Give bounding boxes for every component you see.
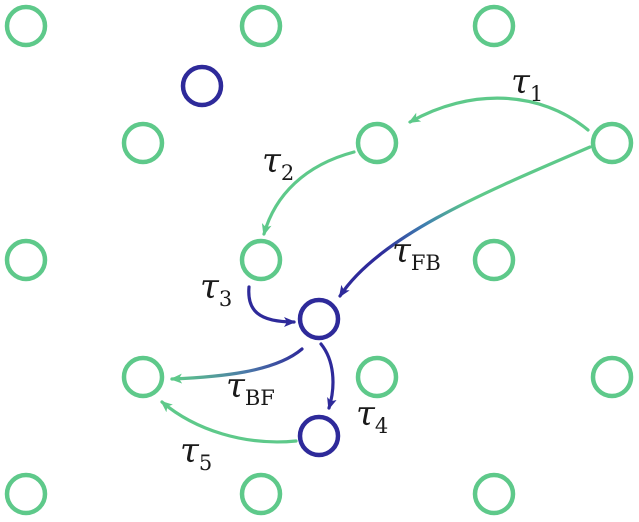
site-r4c2 [472,472,516,516]
site-r2c0 [4,238,48,282]
site-r2c2 [472,238,516,282]
site-r3c0 [121,355,165,399]
site-r1c0 [121,121,165,165]
label-tau1: τ1 [511,62,543,106]
arrow-tau3 [247,285,296,327]
label-tau-bf: τBF [226,366,275,410]
site-r0c2 [472,4,516,48]
site-r4c1 [239,472,283,516]
site-r4c0 [4,472,48,516]
site-r3c1 [355,355,399,399]
label-tau5: τ5 [180,431,212,475]
label-tau2: τ2 [262,141,294,185]
site-r0c0 [4,4,48,48]
arrow-tau5 [160,400,298,444]
arrow-tau1 [408,96,590,132]
label-tau3: τ3 [200,267,232,311]
arrow-tau4 [319,342,337,410]
label-tau4: τ4 [356,394,388,438]
arrow-tau-bf [170,347,304,384]
site-blue-center [297,297,341,341]
site-blue-top [180,64,224,108]
site-r0c1 [239,4,283,48]
arrow-tau-fb [338,145,592,298]
site-r1c2 [590,121,634,165]
arrow-tau2 [261,150,356,236]
site-blue-bottom [297,414,341,458]
site-r1c1 [355,121,399,165]
label-tau-fb: τFB [392,231,441,275]
site-r2c1 [239,238,283,282]
site-r3c2 [590,355,634,399]
